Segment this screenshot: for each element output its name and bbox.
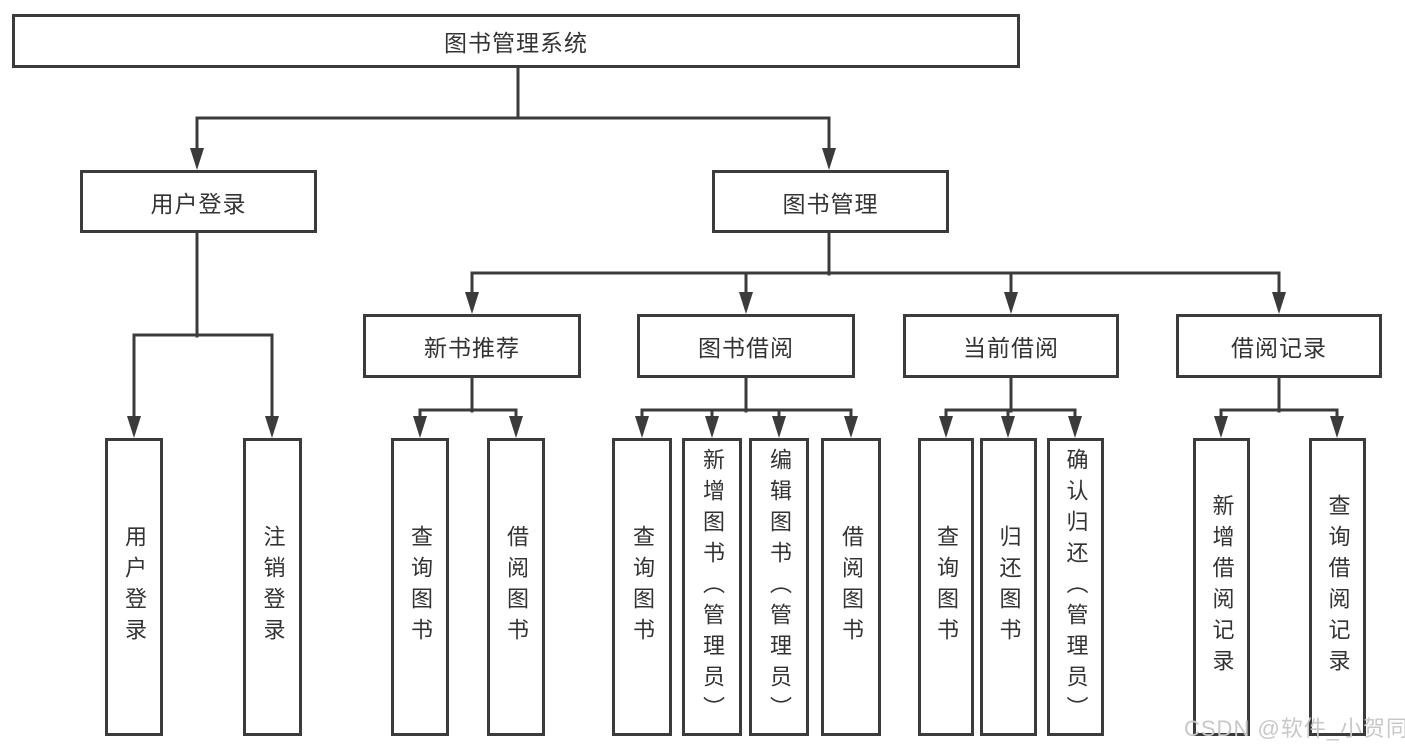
node-book-borrow-label: 图书借阅 bbox=[698, 335, 794, 361]
leaf-logout-label: 注销登录 bbox=[260, 525, 286, 649]
leaf-add-borrow-record: 新增借阅记录 bbox=[1193, 438, 1250, 736]
leaf-edit-books-admin-label: 编辑图书（管理员） bbox=[767, 447, 792, 727]
node-user-login: 用户登录 bbox=[80, 170, 317, 233]
leaf-query-books: 查询图书 bbox=[918, 438, 974, 736]
leaf-return-books: 归还图书 bbox=[980, 438, 1037, 736]
leaf-query-books-label: 查询图书 bbox=[934, 525, 959, 649]
node-current-borrow: 当前借阅 bbox=[903, 314, 1119, 378]
node-borrow-record: 借阅记录 bbox=[1176, 314, 1382, 378]
leaf-query-books-label: 查询图书 bbox=[408, 525, 433, 649]
leaf-query-borrow-record: 查询借阅记录 bbox=[1309, 438, 1366, 736]
leaf-add-books-admin: 新增图书（管理员） bbox=[682, 438, 742, 736]
node-book-borrow: 图书借阅 bbox=[637, 314, 855, 378]
node-borrow-record-label: 借阅记录 bbox=[1231, 335, 1327, 361]
node-user-login-label: 用户登录 bbox=[150, 190, 247, 217]
node-root-label: 图书管理系统 bbox=[444, 30, 588, 56]
node-book-management: 图书管理 bbox=[712, 170, 949, 233]
node-current-borrow-label: 当前借阅 bbox=[963, 335, 1059, 361]
leaf-query-books: 查询图书 bbox=[391, 438, 449, 736]
leaf-query-books-label: 查询图书 bbox=[630, 525, 655, 649]
node-book-management-label: 图书管理 bbox=[782, 190, 879, 217]
leaf-confirm-return-admin: 确认归还（管理员） bbox=[1047, 438, 1104, 736]
leaf-query-books: 查询图书 bbox=[612, 438, 672, 736]
leaf-borrow-books: 借阅图书 bbox=[821, 438, 881, 736]
leaf-query-borrow-record-label: 查询借阅记录 bbox=[1325, 494, 1351, 680]
leaf-confirm-return-admin-label: 确认归还（管理员） bbox=[1063, 447, 1089, 727]
leaf-return-books-label: 归还图书 bbox=[996, 525, 1022, 649]
leaf-add-borrow-record-label: 新增借阅记录 bbox=[1209, 494, 1235, 680]
leaf-user-login: 用户登录 bbox=[105, 438, 163, 736]
leaf-borrow-books-label: 借阅图书 bbox=[839, 525, 864, 649]
node-new-book-recommend: 新书推荐 bbox=[363, 314, 581, 378]
leaf-borrow-books: 借阅图书 bbox=[487, 438, 545, 736]
leaf-edit-books-admin: 编辑图书（管理员） bbox=[749, 438, 809, 736]
node-root-system: 图书管理系统 bbox=[12, 14, 1020, 68]
node-new-book-recommend-label: 新书推荐 bbox=[424, 335, 520, 361]
csdn-watermark: CSDN @软件_小贺同学 bbox=[1184, 716, 1405, 741]
leaf-logout: 注销登录 bbox=[243, 438, 302, 736]
leaf-borrow-books-label: 借阅图书 bbox=[504, 525, 529, 649]
arrowheads bbox=[127, 148, 1344, 438]
leaf-user-login-label: 用户登录 bbox=[122, 525, 147, 649]
leaf-add-books-admin-label: 新增图书（管理员） bbox=[700, 447, 725, 727]
